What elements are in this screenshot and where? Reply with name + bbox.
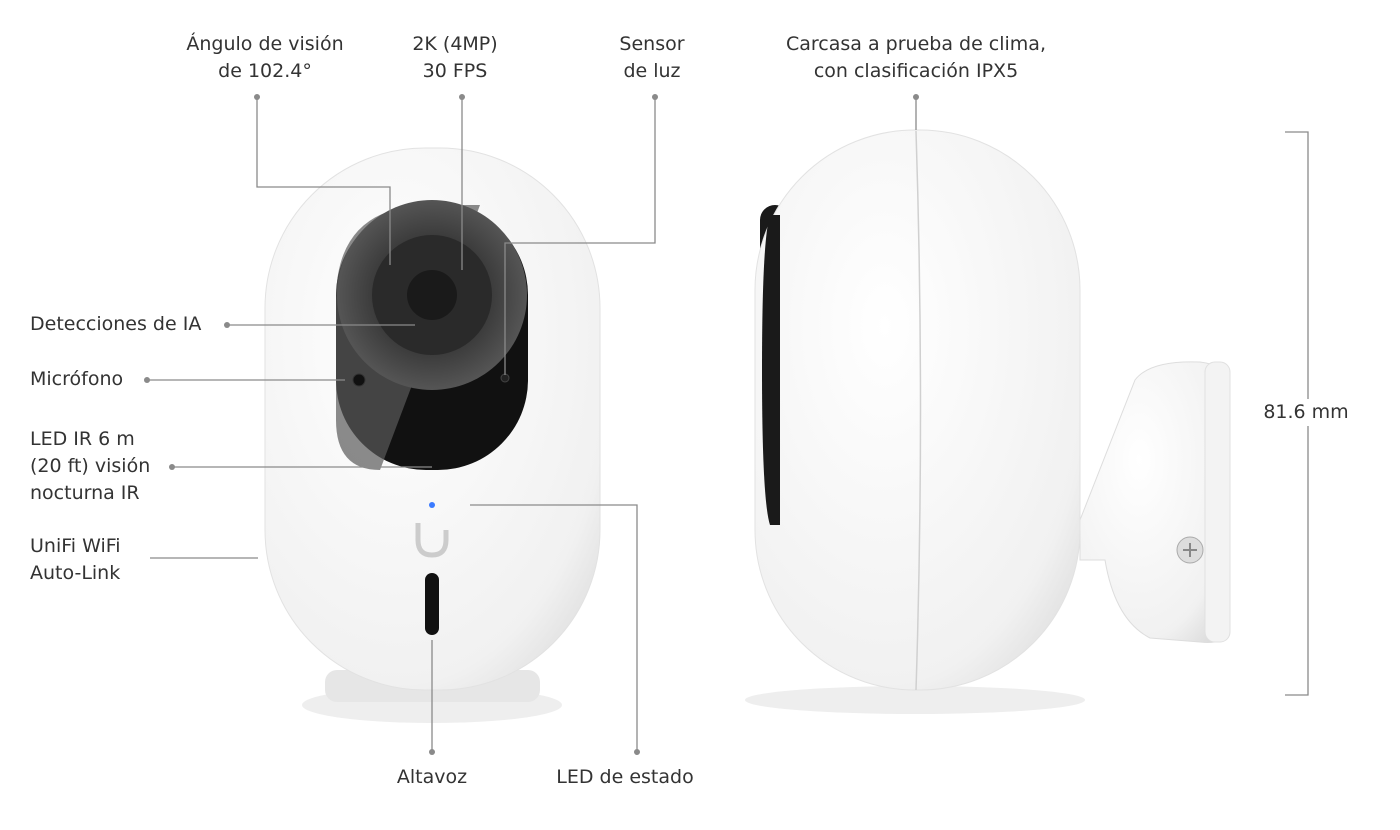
- label-status-led: LED de estado: [556, 766, 694, 788]
- label-viewing-angle: Ángulo de visión de 102.4°: [186, 31, 343, 85]
- label-wifi: UniFi WiFi Auto-Link: [30, 533, 121, 587]
- label-resolution: 2K (4MP) 30 FPS: [412, 31, 497, 85]
- label-line: 2K (4MP): [412, 33, 498, 55]
- camera-front-view: [264, 147, 601, 723]
- label-line: nocturna IR: [30, 482, 140, 504]
- label-line: Auto-Link: [30, 562, 121, 584]
- label-speaker: Altavoz: [396, 766, 468, 788]
- callout-lines: [147, 97, 1309, 752]
- label-line: Carcasa a prueba de clima,: [786, 33, 1046, 55]
- label-line: 30 FPS: [422, 60, 488, 82]
- label-line: UniFi WiFi: [30, 535, 121, 557]
- label-housing: Carcasa a prueba de clima, con clasifica…: [786, 31, 1046, 85]
- label-line: de 102.4°: [218, 60, 312, 82]
- label-line: Sensor: [619, 33, 685, 55]
- label-ir-led: LED IR 6 m (20 ft) visión nocturna IR: [30, 426, 150, 507]
- label-line: LED IR 6 m: [30, 428, 135, 450]
- callout-dots: [144, 94, 919, 755]
- label-line: (20 ft) visión: [30, 455, 151, 477]
- label-light-sensor: Sensor de luz: [619, 31, 684, 85]
- label-line: Ángulo de visión: [186, 33, 344, 55]
- label-height-dimension: 81.6 mm: [1259, 399, 1353, 426]
- label-microphone: Micrófono: [30, 368, 124, 390]
- label-line: de luz: [623, 60, 681, 82]
- label-line: con clasificación IPX5: [813, 60, 1019, 82]
- label-ai-detection: Detecciones de IA: [30, 313, 202, 335]
- camera-side-view: [745, 129, 1231, 714]
